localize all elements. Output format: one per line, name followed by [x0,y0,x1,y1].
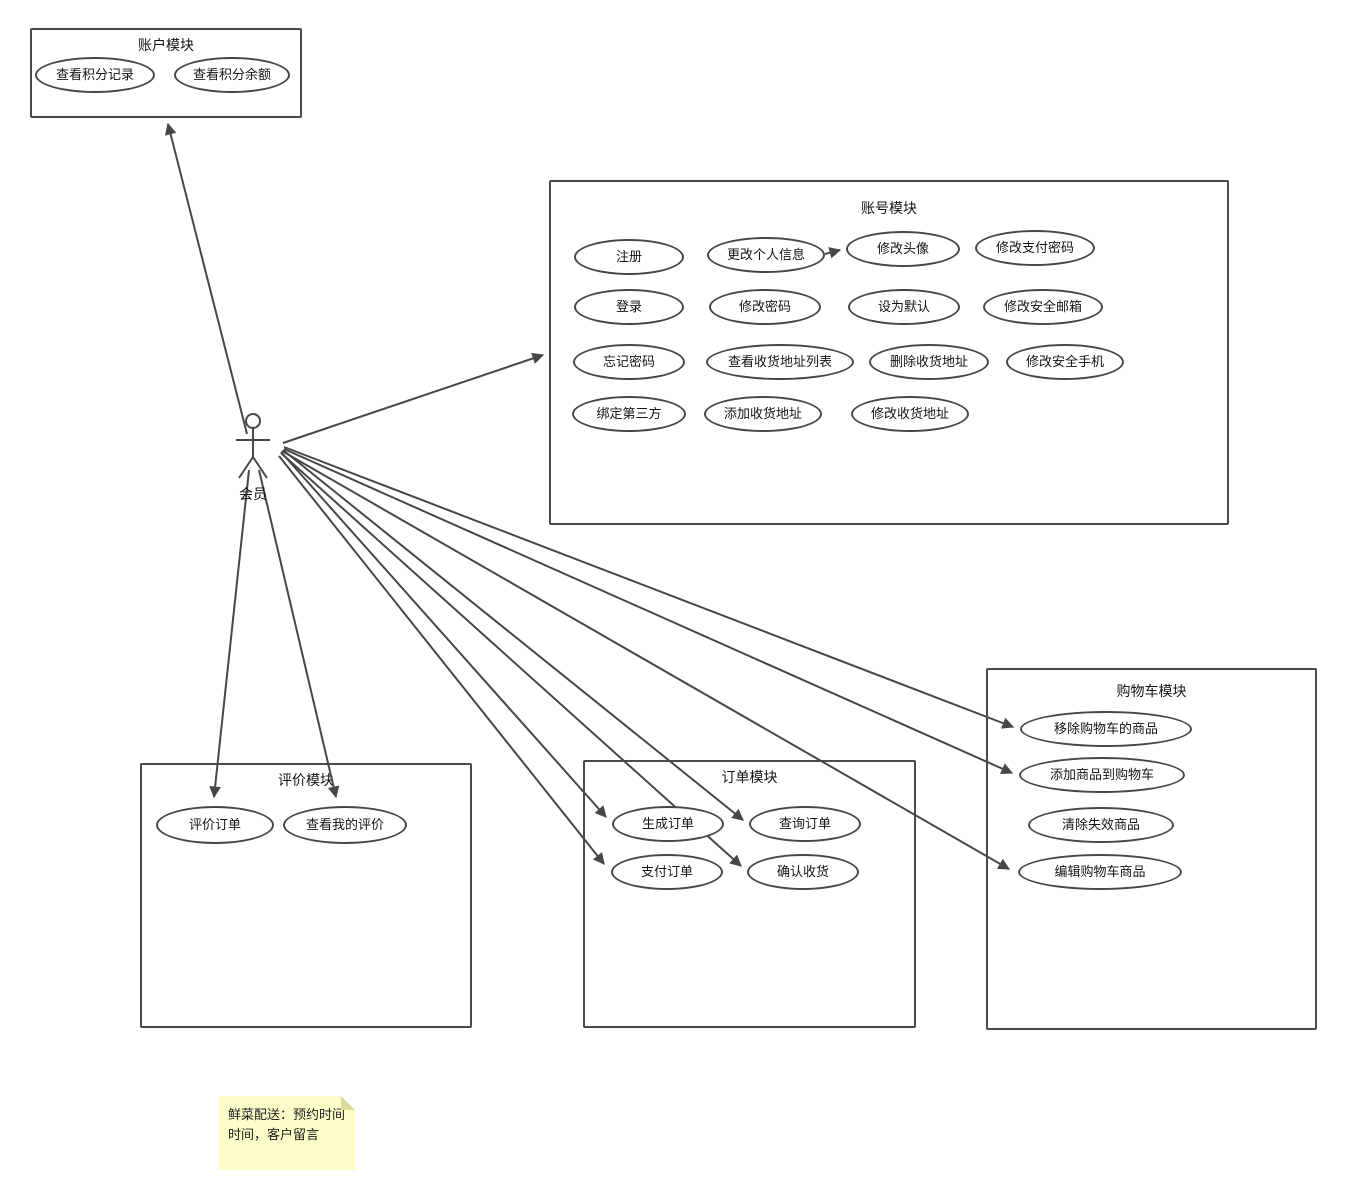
usecase-bind-third-party: 绑定第三方 [572,396,686,432]
usecase-edit-address: 修改收货地址 [851,396,969,432]
usecase-update-profile: 更改个人信息 [707,237,825,273]
usecase-view-points-record: 查看积分记录 [35,57,155,93]
module-points-title: 账户模块 [138,37,194,53]
usecase-pay-order: 支付订单 [611,854,723,890]
usecase-view-my-reviews: 查看我的评价 [283,806,407,844]
usecase-review-order: 评价订单 [156,806,274,844]
usecase-register: 注册 [574,239,684,275]
usecase-change-payment-password: 修改支付密码 [975,230,1095,266]
usecase-view-address-list: 查看收货地址列表 [706,344,854,380]
usecase-add-to-cart: 添加商品到购物车 [1019,757,1185,793]
actor-label: 会员 [239,486,267,502]
usecase-query-order: 查询订单 [749,806,861,842]
module-points [30,28,302,118]
usecase-change-password: 修改密码 [709,289,821,325]
usecase-change-security-email: 修改安全邮箱 [983,289,1103,325]
usecase-remove-cart-item: 移除购物车的商品 [1020,711,1192,747]
actor-figure [236,413,270,479]
module-order [583,760,916,1028]
module-cart-title: 购物车模块 [1116,683,1187,699]
usecase-delete-address: 删除收货地址 [869,344,989,380]
edge-member-to-view-my-reviews [258,469,340,799]
usecase-confirm-receipt: 确认收货 [747,854,859,890]
usecase-change-avatar: 修改头像 [846,231,960,267]
usecase-forgot-password: 忘记密码 [573,344,685,380]
sticky-note-text: 鲜菜配送：预约时间时间，客户留言 [228,1107,346,1142]
module-review-title: 评价模块 [278,772,334,788]
usecase-edit-cart-item: 编辑购物车商品 [1018,854,1182,890]
module-review [140,763,472,1028]
usecase-create-order: 生成订单 [612,806,724,842]
module-order-title: 订单模块 [721,769,778,785]
usecase-change-security-phone: 修改安全手机 [1006,344,1124,380]
edge-member-to-review-order [209,469,250,799]
usecase-clear-invalid-items: 清除失效商品 [1028,807,1174,843]
module-account-title: 账号模块 [861,200,917,216]
usecase-add-address: 添加收货地址 [704,396,822,432]
usecase-view-points-balance: 查看积分余额 [174,57,290,93]
usecase-login: 登录 [574,289,684,325]
edge-member-to-points-module [164,122,248,435]
sticky-note: 鲜菜配送：预约时间时间，客户留言 [218,1096,355,1170]
edge-member-to-account-module [282,352,545,444]
usecase-set-default: 设为默认 [848,289,960,325]
